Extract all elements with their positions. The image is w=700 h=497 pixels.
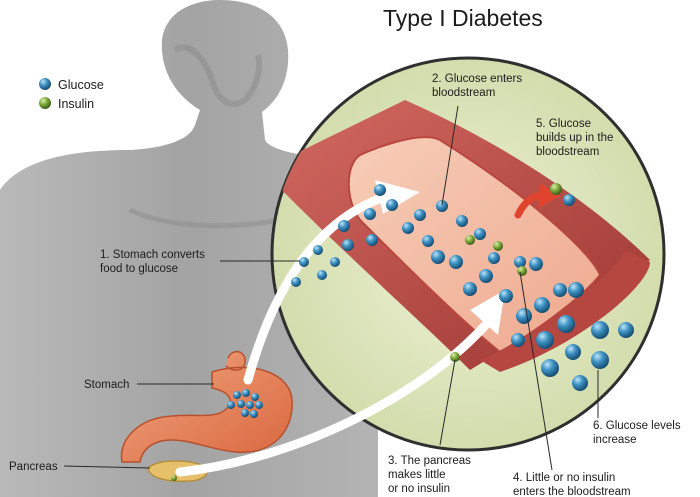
glucose-molecule [499,289,513,303]
legend-insulin-label: Insulin [58,97,94,111]
molecule-layer [171,183,634,481]
legend-insulin-swatch [39,97,51,109]
glucose-molecule [456,215,468,227]
glucose-molecule [479,269,493,283]
glucose-molecule [242,389,250,397]
glucose-molecule [366,234,378,246]
arrow-head-red [538,183,560,208]
glucose-molecule [313,245,323,255]
glucose-molecule [237,400,245,408]
glucose-molecule [511,333,525,347]
label-step5: 5. Glucose builds up in the bloodstream [536,118,617,158]
glucose-molecule [330,257,340,267]
glucose-molecule [516,308,532,324]
insulin-molecule [517,266,527,276]
label-step1: 1. Stomach converts food to glucose [100,249,208,275]
glucose-molecule [449,255,463,269]
leader-step2 [441,105,459,206]
arrow-stomach-to-vessel [243,190,395,385]
glucose-molecule [529,257,543,271]
legend-glucose-swatch [39,78,51,90]
arrow-pancreas-to-vessel [175,315,495,477]
glucose-molecule [474,228,486,240]
insulin-molecule [465,235,475,245]
insulin-molecule [550,183,562,195]
glucose-molecule [463,282,477,296]
label-step6: 6. Glucose levels increase [593,420,684,446]
glucose-molecule [233,391,241,399]
glucose-molecule [241,409,249,417]
glucose-molecule [374,184,386,196]
glucose-molecule [291,277,301,287]
leader-step4 [519,271,553,471]
glucose-molecule [536,331,554,349]
glucose-molecule [255,401,263,409]
glucose-molecule [251,393,259,401]
glucose-molecule [618,322,634,338]
label-stomach: Stomach [84,379,129,391]
glucose-molecule [553,283,567,297]
glucose-molecule [246,401,254,409]
label-pancreas: Pancreas [9,461,58,473]
label-step3: 3. The pancreas makes little or no insul… [388,455,474,495]
glucose-molecule [250,410,258,418]
glucose-molecule [386,199,398,211]
glucose-molecule [568,282,584,298]
glucose-molecule [402,222,414,234]
glucose-molecule [422,235,434,247]
glucose-molecule [514,256,526,268]
glucose-molecule [299,257,309,267]
insulin-molecule [450,352,460,362]
label-step4: 4. Little or no insulin enters the blood… [513,472,631,497]
glucose-molecule [342,239,354,251]
glucose-molecule [338,220,350,232]
glucose-molecule [557,315,575,333]
glucose-molecule [488,252,500,264]
diagram-title: Type I Diabetes [383,5,543,31]
glucose-molecule [563,194,575,206]
leader-step3 [439,359,456,446]
glucose-molecule [565,344,581,360]
label-step2: 2. Glucose enters bloodstream [432,73,525,99]
glucose-molecule [436,200,448,212]
glucose-molecule [431,250,445,264]
glucose-molecule [591,351,609,369]
glucose-molecule [541,359,559,377]
insulin-molecule [171,475,177,481]
insulin-molecule [493,241,503,251]
legend-glucose-label: Glucose [58,78,104,92]
arrow-head-2 [470,290,505,335]
glucose-molecule [572,375,588,391]
glucose-molecule [591,321,609,339]
glucose-molecule [534,297,550,313]
legend: Glucose Insulin [39,78,104,111]
glucose-molecule [227,401,235,409]
glucose-molecule [317,270,327,280]
glucose-molecule [414,209,426,221]
leader-pancreas [63,465,151,469]
glucose-molecule [364,208,376,220]
leader-lines [63,105,599,471]
